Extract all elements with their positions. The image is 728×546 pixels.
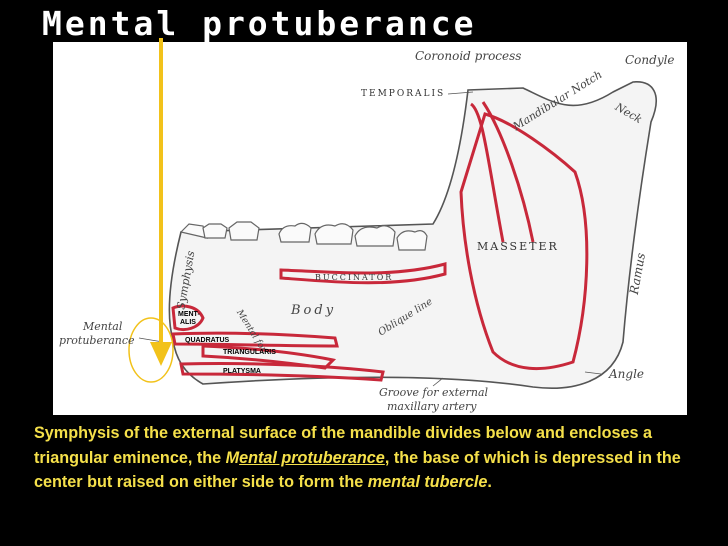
caption-part-1: Symphysis of the external surface of the…: [34, 424, 653, 467]
buccinator-outline: [279, 262, 447, 285]
label-buccinator: BUCCINATOR: [315, 273, 393, 282]
masseter-outline: [459, 112, 589, 371]
teeth: [179, 221, 428, 251]
label-condyle: Condyle: [625, 53, 675, 67]
label-coronoid-process: Coronoid process: [415, 49, 521, 63]
label-groove-1: Groove for external: [379, 386, 489, 399]
protuberance-highlight: [128, 317, 174, 383]
label-groove-2: maxillary artery: [387, 400, 477, 413]
muscle-attachments: [171, 101, 589, 382]
label-mentalis-1: MENT-: [178, 311, 200, 318]
label-platysma: PLATYSMA: [223, 368, 261, 375]
label-masseter: MASSETER: [477, 240, 559, 253]
caption-part-2: , the base of which is depressed in the …: [34, 448, 681, 492]
label-mental-protuberance-2: protuberance: [59, 334, 135, 347]
label-body: Body: [290, 303, 336, 318]
term-mental-protuberance-m: M: [225, 448, 240, 467]
label-mentalis-2: ALIS: [180, 319, 196, 326]
pointer-arrow: [150, 38, 172, 366]
leader-lines: [138, 91, 602, 387]
platysma-outline: [179, 361, 385, 382]
slide-title: Mental protuberance: [42, 4, 477, 43]
label-triangularis: TRIANGULARIS: [223, 349, 276, 356]
quadratus-outline: [171, 331, 339, 348]
term-mental-tubercle: mental tubercle: [367, 473, 488, 491]
label-quadratus: QUADRATUS: [185, 337, 230, 344]
mentalis-outline: [171, 304, 205, 332]
label-temporalis: TEMPORALIS: [361, 89, 445, 99]
temporalis-outline: [469, 101, 535, 243]
mandible-drawing: Coronoid process Condyle TEMPORALIS Mand…: [59, 49, 675, 413]
label-mental-protuberance-1: Mental: [82, 320, 123, 333]
caption-part-3: .: [487, 473, 492, 491]
label-angle: Angle: [608, 367, 644, 381]
description-text: Symphysis of the external surface of the…: [34, 421, 698, 495]
term-mental-protuberance: ental protuberance: [239, 448, 385, 467]
